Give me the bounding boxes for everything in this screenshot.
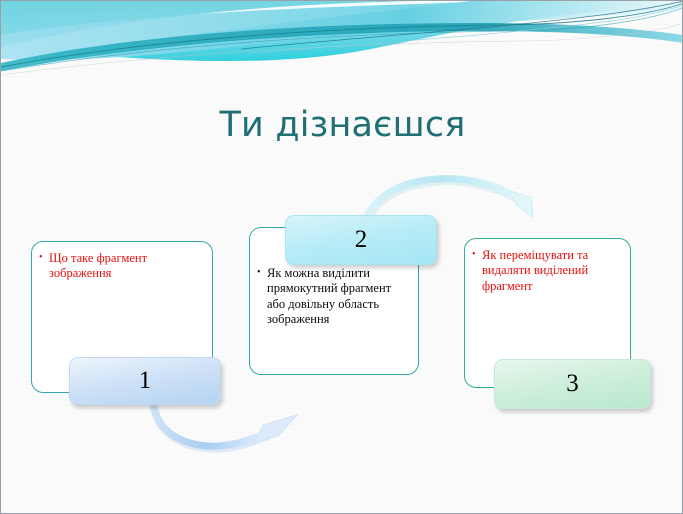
- bullet-icon: •: [472, 249, 476, 260]
- info-card-1-text: Що таке фрагмент зображення: [49, 251, 148, 281]
- info-card-3-text: Як переміщувати та видаляти виділений фр…: [482, 248, 589, 293]
- info-card-2-body: • Як можна виділити прямокутний фрагмент…: [250, 228, 418, 333]
- step-badge-2[interactable]: 2: [285, 215, 437, 265]
- step-badge-2-label: 2: [354, 226, 368, 253]
- info-card-1-body: • Що таке фрагмент зображення: [32, 242, 212, 288]
- step-badge-1[interactable]: 1: [69, 357, 221, 405]
- step-badge-1-label: 1: [138, 367, 152, 394]
- step-badge-3[interactable]: 3: [494, 359, 651, 409]
- step-badge-3-label: 3: [566, 370, 579, 397]
- page-title: Ти дізнаєшся: [219, 105, 466, 145]
- info-card-2-text: Як можна виділити прямокутний фрагмент а…: [267, 266, 392, 326]
- arrow-1-to-2-icon: [149, 401, 299, 453]
- bullet-icon: •: [257, 267, 261, 278]
- info-card-3-body: • Як переміщувати та видаляти виділений …: [465, 239, 630, 300]
- arrow-2-to-3-icon: [363, 175, 534, 224]
- header-wave-decoration: [1, 1, 682, 76]
- bullet-icon: •: [39, 252, 43, 263]
